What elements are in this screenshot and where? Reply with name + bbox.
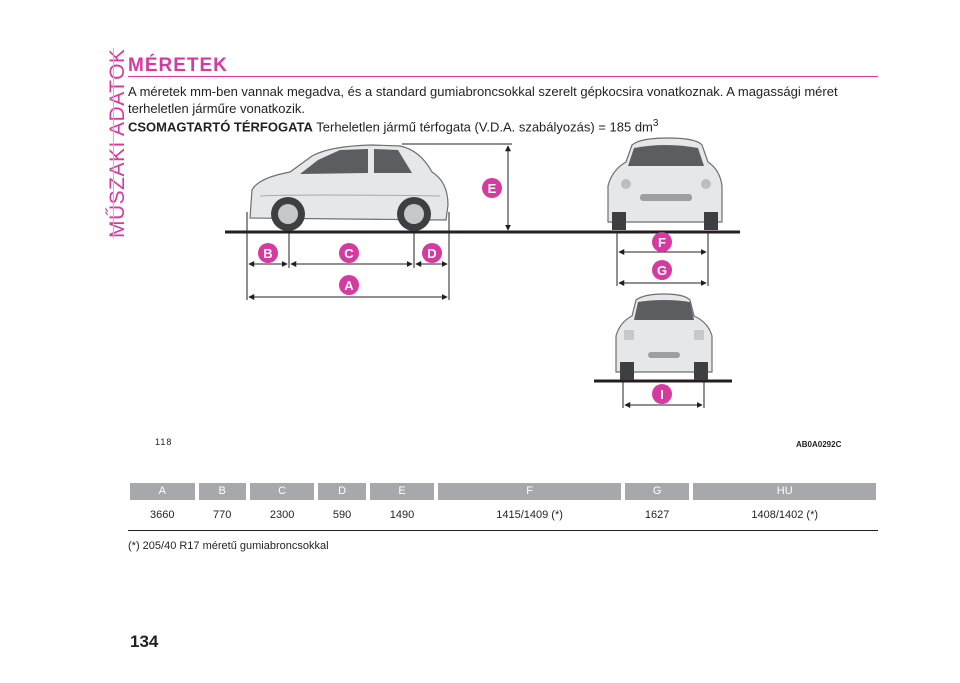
car-front-view: [607, 137, 723, 230]
table-header-cell: E: [368, 483, 437, 500]
figure-code: AB0A0292C: [796, 440, 842, 449]
trunk-volume-line: CSOMAGTARTÓ TÉRFOGATA Terheletlen jármű …: [128, 118, 658, 134]
side-divider: [113, 48, 114, 238]
table-cell: 1408/1402 (*): [691, 500, 878, 531]
table-cell: 770: [196, 500, 248, 531]
table-header-cell: D: [316, 483, 367, 500]
table-header-cell: A: [128, 483, 197, 500]
callout-a-label: A: [344, 278, 354, 293]
page-number: 134: [130, 632, 159, 651]
table-footnote: (*) 205/40 R17 méretű gumiabroncsokkal: [128, 540, 329, 552]
callout-g: G: [652, 260, 672, 280]
dimensions-table: A B C D E F G HU 3660 770 2300 590 1490 …: [128, 483, 878, 531]
trunk-volume-label: CSOMAGTARTÓ TÉRFOGATA: [128, 119, 313, 135]
callout-g-label: G: [657, 263, 667, 278]
table-cell: 1627: [622, 500, 692, 531]
table-cell: 2300: [247, 500, 317, 531]
table-row: 3660 770 2300 590 1490 1415/1409 (*) 162…: [128, 500, 878, 531]
callout-b: B: [258, 243, 278, 263]
intro-paragraph: A méretek mm-ben vannak megadva, és a st…: [128, 84, 838, 116]
table-header-cell: B: [197, 483, 248, 500]
callout-c: C: [339, 243, 359, 263]
car-side-view: [249, 144, 449, 231]
trunk-volume-unit-sup: 3: [652, 118, 659, 129]
car-rear-view: [615, 293, 713, 380]
table-header-cell: G: [623, 483, 692, 500]
table-header-row: A B C D E F G HU: [128, 483, 878, 500]
callout-d: D: [422, 243, 442, 263]
callout-a: A: [339, 275, 359, 295]
callout-d-label: D: [427, 246, 436, 261]
callout-e-label: E: [488, 181, 497, 196]
table-header-cell: F: [436, 483, 623, 500]
table-cell: 3660: [128, 500, 197, 531]
callout-e: E: [482, 178, 502, 198]
callout-b-label: B: [263, 246, 272, 261]
table-cell: 1490: [367, 500, 437, 531]
title-divider: [128, 76, 878, 77]
trunk-volume-text: Terheletlen jármű térfogata (V.D.A. szab…: [316, 119, 653, 135]
callout-i: I: [652, 384, 672, 404]
callout-i-label: I: [660, 387, 664, 402]
table-cell: 1415/1409 (*): [436, 500, 623, 531]
figure-number: 118: [155, 437, 173, 447]
table-header-cell: HU: [691, 483, 878, 500]
table-cell: 590: [316, 500, 368, 531]
callout-c-label: C: [344, 246, 354, 261]
page-title: MÉRETEK: [128, 55, 228, 76]
callout-f-label: F: [658, 235, 666, 250]
callout-f: F: [652, 232, 672, 252]
table-header-cell: C: [248, 483, 317, 500]
